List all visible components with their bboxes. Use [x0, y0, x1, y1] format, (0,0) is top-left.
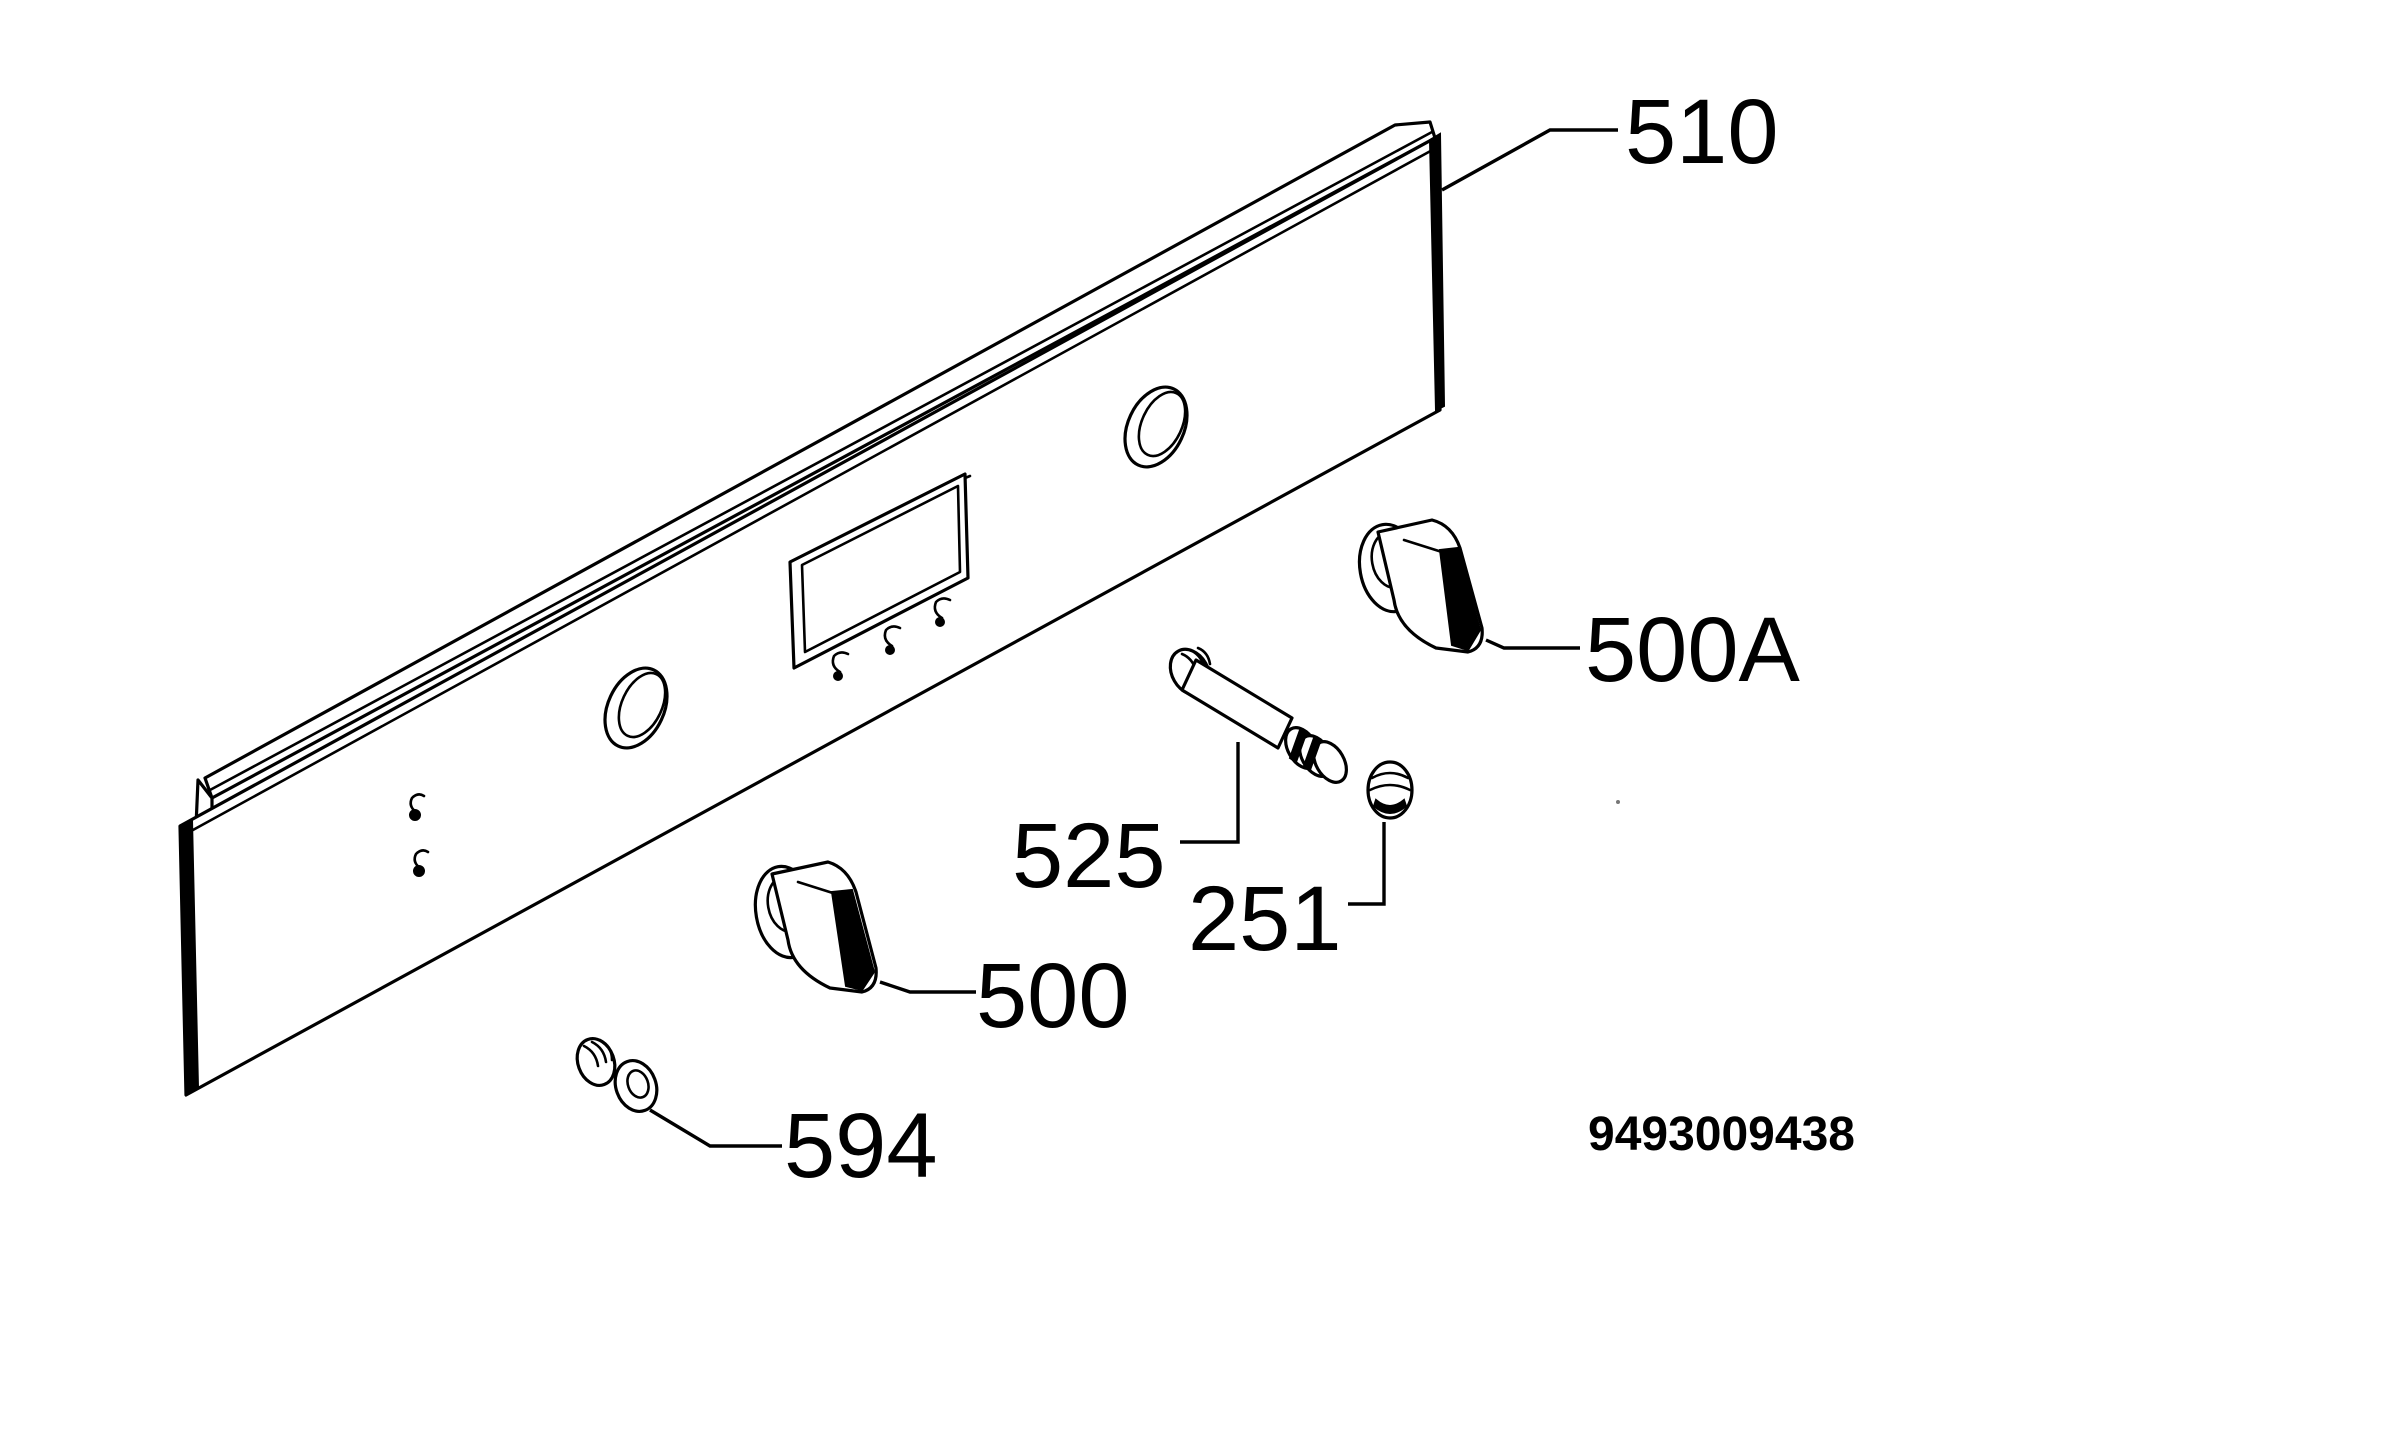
control-panel-510: [178, 120, 1446, 1097]
bulb-594: [575, 1037, 659, 1113]
callout-500: 500: [976, 945, 1130, 1047]
display-buttons: [831, 597, 952, 681]
callout-525: 525: [1012, 805, 1166, 907]
knob-500a: [1357, 518, 1484, 654]
callout-510: 510: [1625, 81, 1779, 183]
knob-hole-right: [1123, 385, 1189, 469]
callout-594: 594: [784, 1095, 938, 1197]
display-window: [788, 472, 972, 670]
knob-500: [753, 860, 878, 994]
callout-500a: 500A: [1585, 599, 1800, 701]
callout-251: 251: [1188, 868, 1342, 970]
leader-lines: [649, 128, 1618, 1148]
cap-251: [1366, 760, 1414, 820]
shaft-525: [1168, 646, 1348, 784]
stray-dot: [1616, 800, 1620, 804]
indicator-holes: [409, 793, 430, 877]
knob-hole-left: [603, 666, 669, 750]
document-number: 9493009438: [1588, 1108, 1855, 1161]
